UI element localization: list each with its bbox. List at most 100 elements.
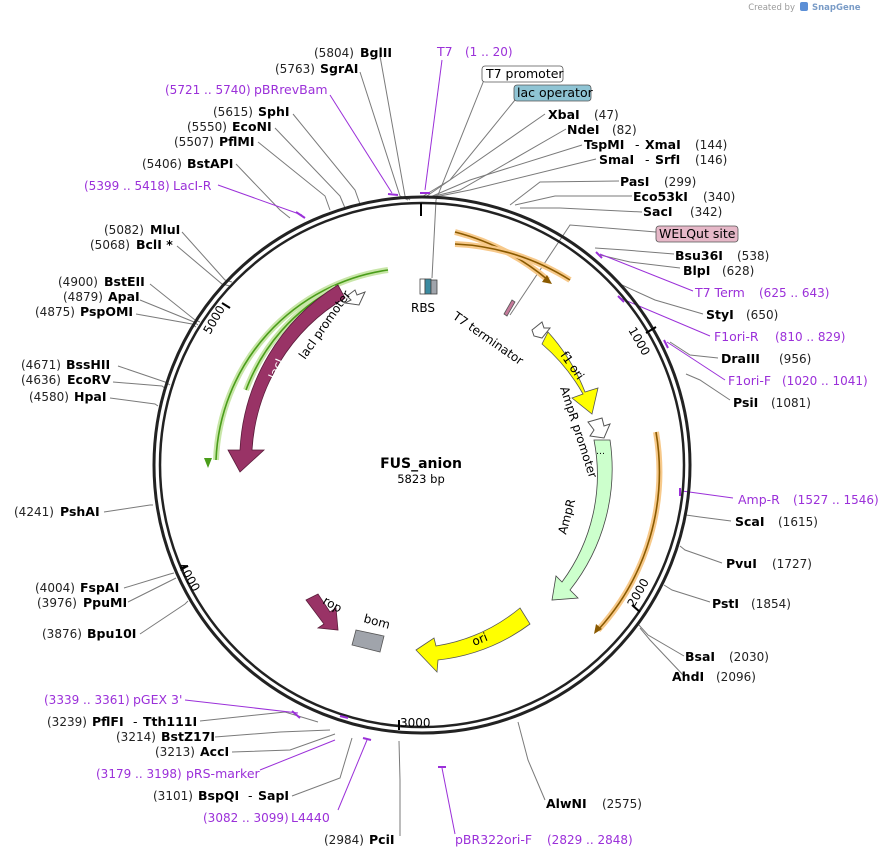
length-ticks: 1000 2000 3000 4000 5000 <box>175 302 657 730</box>
svg-text:LacI-R: LacI-R <box>173 178 212 193</box>
svg-text:-: - <box>248 788 253 803</box>
svg-text:PvuI: PvuI <box>726 556 757 571</box>
primer-t7-term[interactable]: T7 Term(625 .. 643) <box>694 285 829 300</box>
site-hpai[interactable]: (4580)HpaI <box>29 389 107 404</box>
primer-pgex-3[interactable]: (3339 .. 3361)pGEX 3' <box>44 692 182 707</box>
site-styi[interactable]: StyI(650) <box>706 307 778 322</box>
primer-f1ori-f[interactable]: F1ori-F(1020 .. 1041) <box>728 373 868 388</box>
orange-orf-arcs <box>454 229 663 634</box>
site-psti[interactable]: PstI(1854) <box>712 596 791 611</box>
site-pasi[interactable]: PasI(299) <box>620 174 696 189</box>
site-scai[interactable]: ScaI(1615) <box>735 514 818 529</box>
site-xbai[interactable]: XbaI(47) <box>548 107 619 122</box>
site-tspmi-xmai[interactable]: TspMI-XmaI(144) <box>584 137 727 152</box>
site-apai[interactable]: (4879)ApaI <box>63 289 140 304</box>
plasmid-length: 5823 bp <box>397 472 445 486</box>
svg-text:(1615): (1615) <box>778 515 818 529</box>
ampr-dots: … <box>596 447 605 457</box>
svg-text:PshAI: PshAI <box>60 504 100 519</box>
site-sgrai[interactable]: (5763)SgrAI <box>275 61 358 76</box>
svg-text:PflMI: PflMI <box>219 134 255 149</box>
site-bcli[interactable]: (5068)BclI * <box>90 237 173 252</box>
svg-text:PflFI: PflFI <box>92 714 124 729</box>
t7-terminator-feature: T7 terminator <box>449 299 552 368</box>
svg-text:(3179 .. 3198): (3179 .. 3198) <box>96 767 182 781</box>
svg-text:BsaI: BsaI <box>685 649 715 664</box>
svg-text:pGEX 3': pGEX 3' <box>133 692 182 707</box>
site-draiii[interactable]: DraIII(956) <box>721 351 811 366</box>
svg-text:Amp-R: Amp-R <box>738 492 780 507</box>
site-ahdi[interactable]: AhdI (2096) <box>672 669 756 684</box>
svg-text:AhdI: AhdI <box>672 669 704 684</box>
site-bstz17i[interactable]: (3214)BstZ17I <box>116 729 215 744</box>
t7-promoter-label: T7 promoter <box>485 66 564 81</box>
svg-text:AlwNI: AlwNI <box>546 796 587 811</box>
site-eco53ki[interactable]: Eco53kI(340) <box>633 189 735 204</box>
primer-l4440[interactable]: (3082 .. 3099)L4440 <box>203 810 330 825</box>
site-bsteii[interactable]: (4900)BstEII <box>58 274 145 289</box>
primer-prs-marker[interactable]: (3179 .. 3198)pRS-marker <box>96 766 261 781</box>
svg-text:(340): (340) <box>703 190 735 204</box>
primer-t7[interactable]: T7(1 .. 20) <box>436 44 513 59</box>
svg-text:(2829 .. 2848): (2829 .. 2848) <box>547 833 633 847</box>
site-saci[interactable]: SacI(342) <box>643 204 722 219</box>
primer-laci-r[interactable]: (5399 .. 5418)LacI-R <box>84 178 212 193</box>
svg-text:T7 Term: T7 Term <box>694 285 745 300</box>
site-bpu10i[interactable]: (3876)Bpu10I <box>42 626 136 641</box>
primer-pbrrevbam[interactable]: (5721 .. 5740)pBRrevBam <box>165 82 328 97</box>
svg-text:(5507): (5507) <box>174 135 214 149</box>
svg-text:(2030): (2030) <box>729 650 769 664</box>
bom-feature: bom <box>351 611 392 653</box>
site-ecorv[interactable]: (4636)EcoRV <box>21 372 111 387</box>
site-pflmi[interactable]: (5507) PflMI <box>174 134 255 149</box>
svg-text:PspOMI: PspOMI <box>80 304 133 319</box>
primer-amp-r[interactable]: Amp-R(1527 .. 1546) <box>738 492 879 507</box>
svg-text:F1ori-R: F1ori-R <box>714 329 759 344</box>
site-smai-srfi[interactable]: SmaI-SrfI(146) <box>599 152 727 167</box>
site-bsai[interactable]: BsaI (2030) <box>685 649 769 664</box>
site-bsu36i[interactable]: Bsu36I(538) <box>675 248 769 263</box>
svg-text:pBR322ori-F: pBR322ori-F <box>455 832 532 847</box>
sites-left: (5804)BglII (5763)SgrAI (5615)SphI (5550… <box>14 45 395 847</box>
site-acci[interactable]: (3213)AccI <box>155 744 229 759</box>
svg-text:EcoRV: EcoRV <box>67 372 111 387</box>
site-mlui[interactable]: (5082)MluI <box>104 222 180 237</box>
svg-text:(650): (650) <box>746 308 778 322</box>
site-alwni[interactable]: AlwNI(2575) <box>546 796 642 811</box>
site-fspai[interactable]: (4004)FspAI <box>35 580 119 595</box>
svg-text:BspQI: BspQI <box>198 788 239 803</box>
site-pshai[interactable]: (4241)PshAI <box>14 504 100 519</box>
site-pvui[interactable]: PvuI(1727) <box>726 556 812 571</box>
svg-text:(2096): (2096) <box>716 670 756 684</box>
svg-text:(3239): (3239) <box>47 715 87 729</box>
svg-text:SgrAI: SgrAI <box>320 61 358 76</box>
svg-text:XmaI: XmaI <box>645 137 681 152</box>
site-blpi[interactable]: BlpI(628) <box>683 263 754 278</box>
site-econi[interactable]: (5550)EcoNI <box>187 119 272 134</box>
svg-text:(1020 .. 1041): (1020 .. 1041) <box>782 374 868 388</box>
ampr-feature: … AmpR <box>551 439 613 601</box>
primer-f1ori-r[interactable]: F1ori-R(810 .. 829) <box>714 329 845 344</box>
site-bspqi-sapi[interactable]: (3101)BspQI-SapI <box>153 788 289 803</box>
primer-pbr322ori-f[interactable]: pBR322ori-F (2829 .. 2848) <box>455 832 633 847</box>
site-sphi[interactable]: (5615)SphI <box>213 104 290 119</box>
svg-text:(1 .. 20): (1 .. 20) <box>465 45 513 59</box>
t7-promoter-box: T7 promoter <box>481 65 564 83</box>
svg-text:BglII: BglII <box>360 45 392 60</box>
site-pflfi-tth111i[interactable]: (3239)PflFI-Tth111I <box>47 714 197 729</box>
site-pspomi[interactable]: (4875)PspOMI <box>35 304 133 319</box>
site-bsshii[interactable]: (4671)BssHII <box>21 357 110 372</box>
site-bglii[interactable]: (5804)BglII <box>314 45 392 60</box>
welqut-site-box: WELQut site <box>655 225 739 243</box>
svg-text:(5615): (5615) <box>213 105 253 119</box>
site-bstapi[interactable]: (5406)BstAPI <box>142 156 233 171</box>
site-ndei[interactable]: NdeI(82) <box>567 122 637 137</box>
site-pcii[interactable]: (2984)PciI <box>324 832 395 847</box>
ampr-label: AmpR <box>555 498 578 536</box>
site-psii[interactable]: PsiI(1081) <box>733 395 811 410</box>
site-ppumi[interactable]: (3976)PpuMI <box>37 595 127 610</box>
tick-label-1000: 1000 <box>625 325 652 358</box>
svg-text:EcoNI: EcoNI <box>232 119 272 134</box>
svg-text:AccI: AccI <box>200 744 229 759</box>
